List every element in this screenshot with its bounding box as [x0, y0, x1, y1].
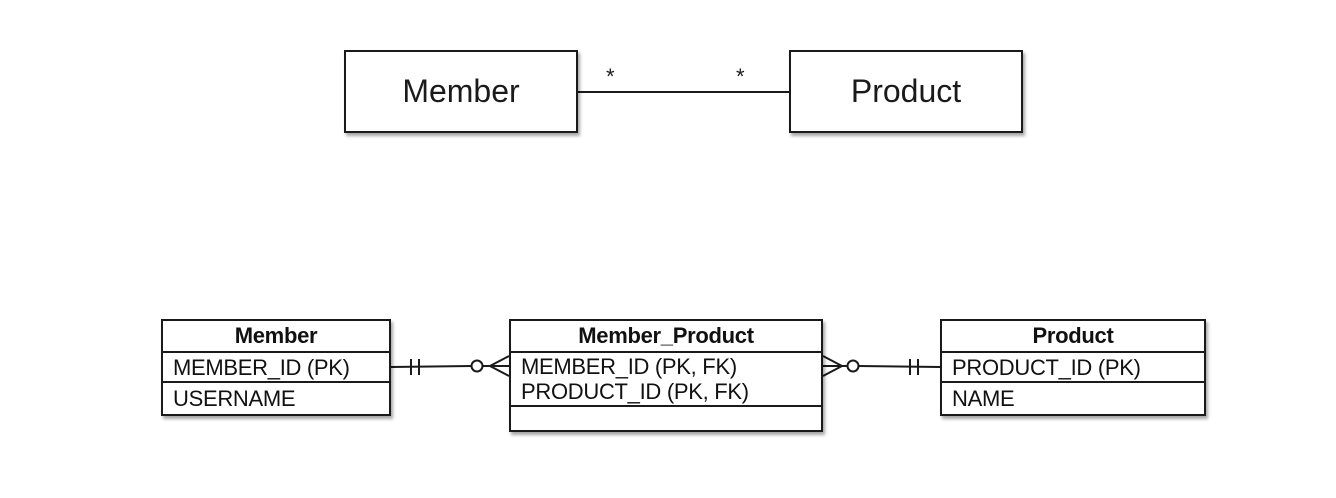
relationship-member-memberproduct [390, 355, 510, 377]
erd-table-member: Member MEMBER_ID (PK) USERNAME [161, 319, 391, 416]
erd-attr-section: USERNAME [163, 383, 389, 414]
erd-table-member-product: Member_Product MEMBER_ID (PK, FK) PRODUC… [509, 319, 823, 432]
erd-column: NAME [952, 386, 1015, 411]
erd-table-title: Member [163, 321, 389, 353]
zero-circle-mark [470, 359, 484, 373]
erd-column: USERNAME [173, 386, 296, 411]
uml-class-member: Member [344, 50, 578, 133]
uml-multiplicity-right: * [736, 64, 745, 89]
uml-class-member-label: Member [402, 73, 520, 109]
relationship-product-memberproduct [822, 355, 941, 377]
erd-table-title: Product [942, 321, 1204, 353]
erd-attr-section [511, 407, 821, 432]
crows-foot-mark [489, 365, 510, 377]
crows-foot-mark [822, 365, 843, 377]
crows-foot-mark [489, 355, 510, 367]
uml-class-product-label: Product [850, 73, 962, 109]
crows-foot-mark [822, 355, 843, 367]
erd-table-product: Product PRODUCT_ID (PK) NAME [940, 319, 1206, 416]
erd-attr-section: NAME [942, 383, 1204, 414]
uml-class-product: Product [789, 50, 1023, 133]
erd-pk-section: MEMBER_ID (PK, FK) PRODUCT_ID (PK, FK) [511, 353, 821, 407]
erd-column: PRODUCT_ID (PK) [952, 355, 1141, 380]
erd-column: PRODUCT_ID (PK, FK) [521, 379, 749, 404]
erd-column: MEMBER_ID (PK, FK) [521, 354, 737, 379]
erd-table-title: Member_Product [511, 321, 821, 353]
erd-pk-section: PRODUCT_ID (PK) [942, 353, 1204, 383]
erd-pk-section: MEMBER_ID (PK) [163, 353, 389, 383]
uml-multiplicity-left: * [606, 64, 615, 89]
zero-circle-mark [846, 359, 860, 373]
erd-column: MEMBER_ID (PK) [173, 355, 350, 380]
